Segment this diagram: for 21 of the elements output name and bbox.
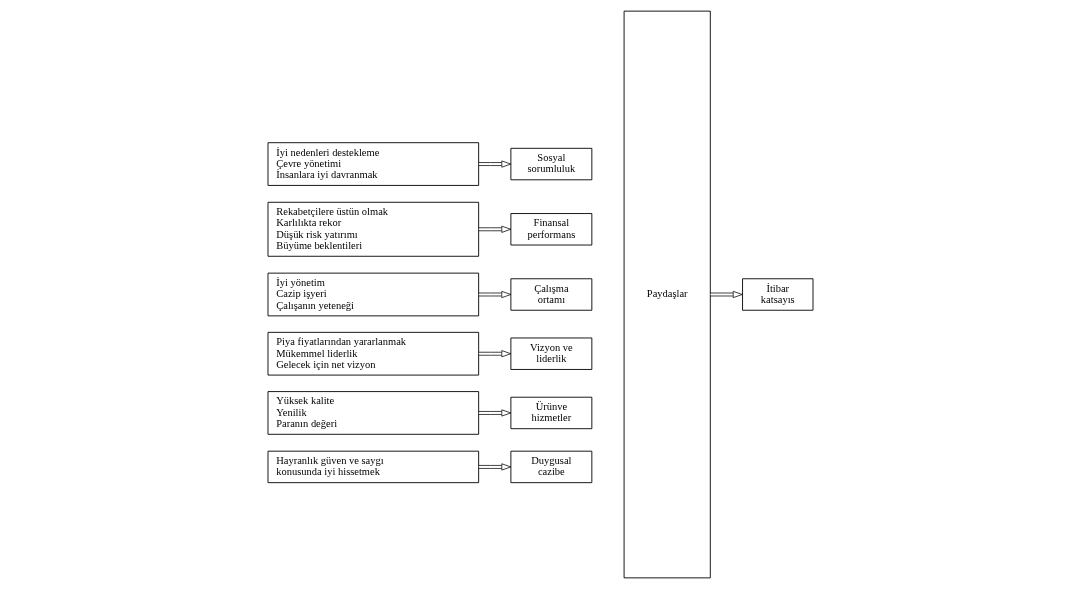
node-box: Duygusal cazibe [509,450,592,484]
node-box: Piya fiyatlarından yararlanmak Mükemmel liderlik Gelecek için net vizyon [267,331,479,376]
node-box: Paydaşlar [623,10,711,579]
arrow [477,409,511,417]
node-box: Rekabetçilere üstün olmak Karlılıkta rekor Düşük risk yatırımı Büyüme beklentileri [267,201,479,257]
arrow [477,290,511,299]
node-box: Sosyal sorumluluk [509,147,592,181]
node-box: İyi yönetim Cazip işyeri Çalışanın yeteneği [267,272,479,317]
node-box: Yüksek kalite Yenilik Paranın değeri [267,391,479,435]
arrow [477,350,511,358]
node-box: İtibar katsayıs [741,278,813,311]
node-box: Finansal performans [509,213,592,246]
arrow [477,225,511,233]
node-box: İyi nedenleri destekleme Çevre yönetimi İnsanlara iyi davranmak [267,142,479,186]
arrow [477,463,511,471]
node-box: Hayranlık güven ve saygı konusunda iyi hissetmek [267,450,479,484]
node-box: Vizyon ve liderlik [509,337,592,370]
node-box: Ürünve hizmetler [509,396,592,430]
arrow [709,290,743,299]
node-box: Çalışma ortamı [509,278,592,311]
arrow [477,160,511,168]
